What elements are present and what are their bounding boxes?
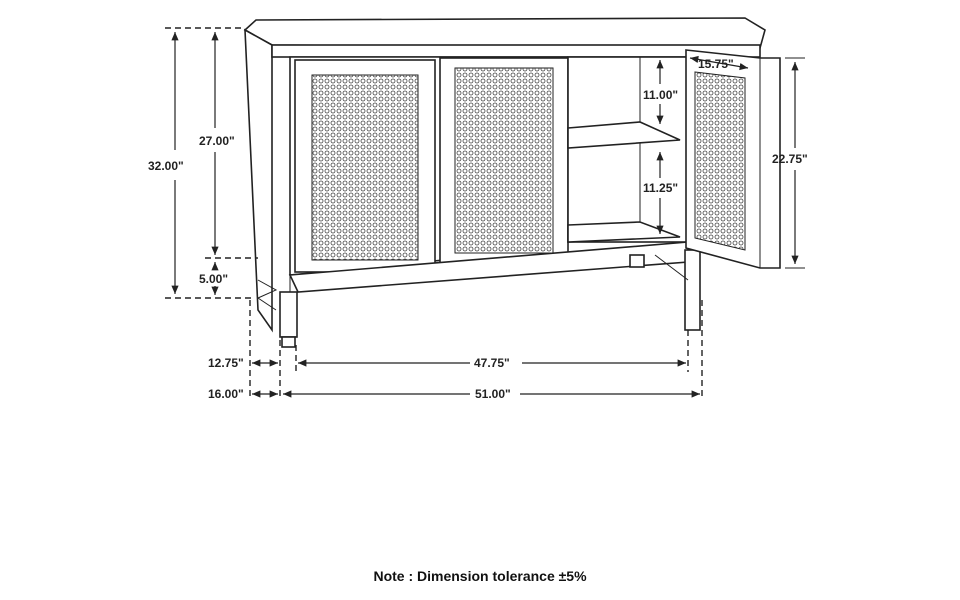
cabinet bbox=[243, 17, 781, 348]
shelf bbox=[567, 121, 681, 149]
inner-depth-label: 12.75" bbox=[208, 356, 244, 370]
middle-door-cane-panel bbox=[454, 67, 554, 254]
inner-width-label: 47.75" bbox=[474, 356, 510, 370]
door-width-label: 15.75" bbox=[698, 57, 734, 71]
upper-shelf-height-label: 11.00" bbox=[643, 88, 678, 102]
body-height-label: 27.00" bbox=[199, 134, 235, 148]
open-door-cane-panel bbox=[694, 71, 746, 251]
front-left-leg bbox=[279, 291, 298, 338]
lower-shelf-height-label: 11.25" bbox=[643, 181, 678, 195]
front-right-leg bbox=[684, 249, 701, 331]
door-height-label: 22.75" bbox=[772, 152, 808, 166]
tolerance-note: Note : Dimension tolerance ±5% bbox=[373, 568, 587, 584]
bottom-shelf bbox=[567, 221, 681, 243]
left-door-cane-panel bbox=[311, 74, 419, 261]
total-width-label: 51.00" bbox=[475, 387, 511, 401]
extension-lines bbox=[165, 27, 805, 400]
leg-height-label: 5.00" bbox=[199, 272, 228, 286]
open-compartment bbox=[567, 56, 689, 243]
total-depth-label: 16.00" bbox=[208, 387, 244, 401]
total-height-label: 32.00" bbox=[148, 159, 184, 173]
dimension-arrows bbox=[171, 32, 799, 398]
